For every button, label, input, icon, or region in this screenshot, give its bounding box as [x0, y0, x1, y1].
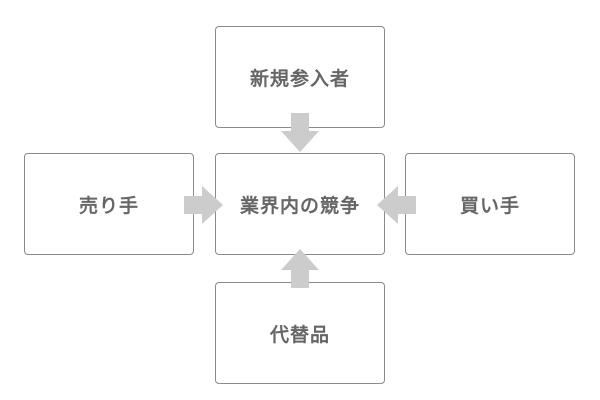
- node-sellers-label: 売り手: [78, 194, 139, 217]
- node-buyers: 買い手: [405, 153, 575, 255]
- node-sellers: 売り手: [24, 153, 194, 255]
- node-industry-competition: 業界内の競争: [215, 153, 385, 255]
- node-industry-competition-label: 業界内の競争: [239, 194, 360, 217]
- node-new-entrants-label: 新規参入者: [249, 67, 350, 90]
- node-new-entrants: 新規参入者: [215, 26, 385, 128]
- node-substitutes-label: 代替品: [269, 323, 330, 346]
- node-substitutes: 代替品: [215, 282, 385, 384]
- node-buyers-label: 買い手: [459, 194, 520, 217]
